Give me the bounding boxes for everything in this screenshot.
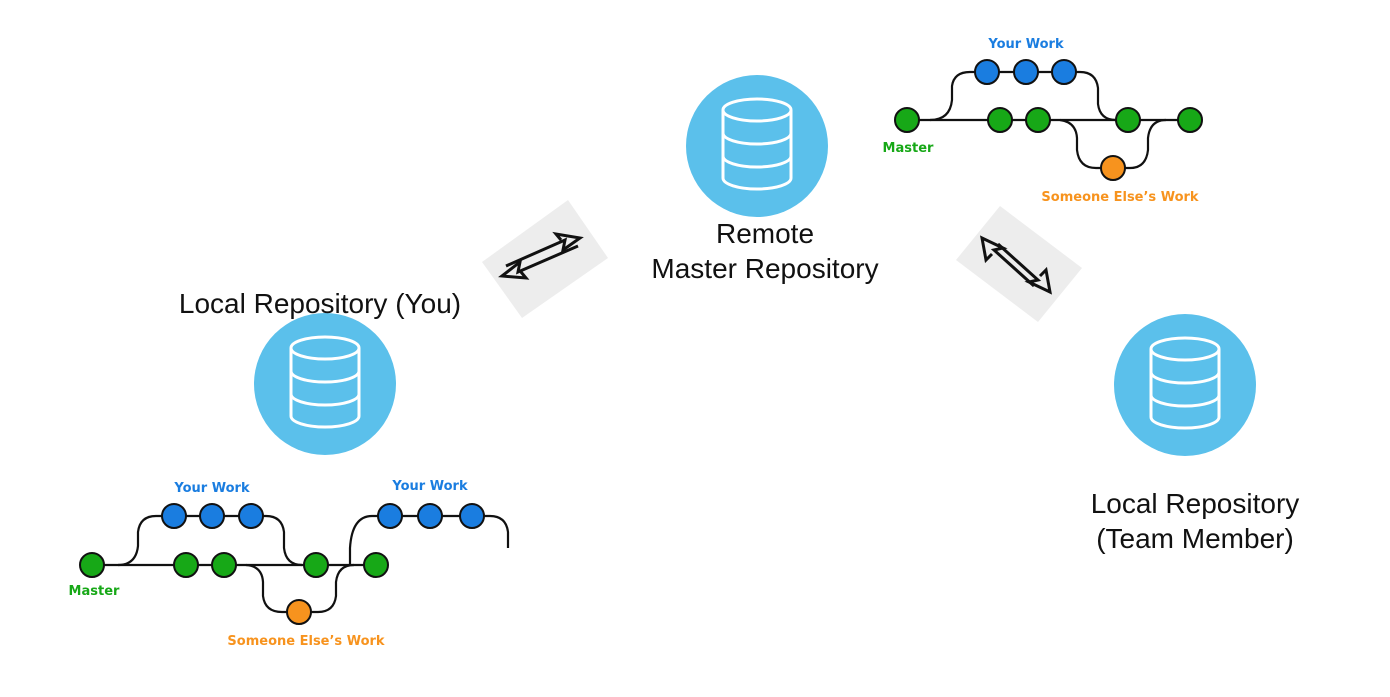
commit-node — [1013, 59, 1039, 85]
commit-node — [894, 107, 920, 133]
commit-node — [161, 503, 187, 529]
commit-node — [1025, 107, 1051, 133]
remote-someone-else-label: Someone Else’s Work — [1041, 190, 1198, 205]
remote-git-graph: Your Work Master Someone Else’s Work — [883, 37, 1203, 205]
commit-node — [173, 552, 199, 578]
commit-node — [286, 599, 312, 625]
local-someone-else-label: Someone Else’s Work — [227, 634, 384, 649]
commit-node — [238, 503, 264, 529]
commit-node — [974, 59, 1000, 85]
local-you-database-icon — [254, 313, 396, 455]
remote-repository-title: Remote Master Repository — [630, 216, 900, 286]
commit-node — [459, 503, 485, 529]
remote-master-label: Master — [883, 141, 934, 156]
remote-database-icon — [686, 75, 828, 217]
commit-node — [303, 552, 329, 578]
commit-node — [1100, 155, 1126, 181]
commit-node — [1115, 107, 1141, 133]
local-your-work-label-2: Your Work — [391, 479, 468, 494]
remote-title-line1: Remote — [715, 218, 815, 249]
commit-node — [1177, 107, 1203, 133]
local-git-graph: Your Work Your Work Master Someone Else’… — [69, 479, 510, 649]
commit-node — [363, 552, 389, 578]
remote-title-line2: Master Repository — [651, 253, 879, 284]
commit-node — [417, 503, 443, 529]
local-your-work-label-1: Your Work — [173, 481, 250, 496]
left-sync-arrows-icon — [482, 200, 608, 318]
commit-node — [199, 503, 225, 529]
local-master-label: Master — [69, 584, 120, 599]
commit-node — [987, 107, 1013, 133]
commit-node — [79, 552, 105, 578]
commit-node — [377, 503, 403, 529]
remote-your-work-label: Your Work — [987, 37, 1064, 52]
right-sync-arrows-icon — [956, 206, 1082, 322]
team-title-line2: (Team Member) — [1096, 523, 1294, 554]
team-member-title: Local Repository (Team Member) — [1050, 486, 1340, 556]
commit-node — [211, 552, 237, 578]
team-member-database-icon — [1114, 314, 1256, 456]
commit-node — [1051, 59, 1077, 85]
local-you-title: Local Repository (You) — [178, 288, 462, 319]
team-title-line1: Local Repository — [1090, 488, 1300, 519]
